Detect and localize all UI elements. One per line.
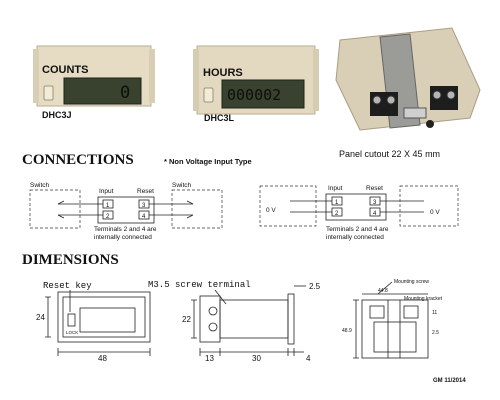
hours-photo: HOURS 000002 DHC3L (193, 45, 319, 123)
hours-lcd (221, 79, 305, 109)
right-0v-right: 0 V (430, 209, 440, 216)
signature: GM 11/2014 (433, 378, 466, 384)
right-switch-label: Switch (172, 182, 192, 189)
hours-face-label: HOURS (203, 67, 243, 79)
right-terminal-1: 1 (335, 200, 339, 206)
mounting-bracket-label: Mounting kracket (404, 296, 443, 302)
reset-key-label: Reset key (43, 281, 92, 291)
counter-face-label: COUNTS (42, 64, 88, 76)
right-terminal-2: 2 (335, 211, 339, 217)
counter-model: DHC3J (42, 110, 72, 120)
side-depth-b-dim: 30 (252, 354, 261, 363)
rear-b-dim: 2.5 (432, 330, 439, 336)
left-terminal-3: 3 (142, 203, 146, 209)
front-view-drawing: Reset key LOCK 24 48 (36, 281, 151, 363)
left-terminal-1: 1 (106, 203, 110, 209)
mounting-screw-label: Mounting screw (394, 279, 429, 285)
wiring-diagram-left: Switch Input Reset 1 2 3 4 Switch Termin… (29, 182, 223, 241)
front-height-dim: 24 (36, 313, 45, 322)
side-height-dim: 22 (182, 315, 191, 324)
counter-lcd-value: 0 (120, 83, 130, 103)
right-footnote-1: Terminals 2 and 4 are (326, 226, 389, 233)
side-depth-a-dim: 13 (205, 354, 214, 363)
rear-width-dim: 44.8 (378, 288, 388, 294)
screw-terminal-label: M3.5 screw terminal (148, 280, 251, 290)
left-input-label: Input (99, 188, 114, 195)
left-footnote-2: internally connected (94, 234, 152, 241)
rear-view-drawing: Mounting screw 44.8 Mounting kracket 48.… (342, 279, 443, 359)
lock-label: LOCK (66, 330, 78, 335)
side-depth-c-dim: 4 (306, 354, 311, 363)
counter-reset-key (43, 85, 54, 101)
dimensions-heading: DIMENSIONS (22, 252, 119, 268)
right-terminal-3: 3 (373, 200, 377, 206)
hours-reset-key (203, 87, 214, 103)
connections-heading: CONNECTIONS (22, 152, 134, 168)
panel-cutout-text: Panel cutout 22 X 45 mm (339, 149, 440, 159)
right-0v-left: 0 V (266, 207, 276, 214)
rear-a-dim: 11 (432, 310, 437, 316)
hours-lcd-value: 000002 (227, 86, 281, 104)
left-reset-label: Reset (137, 188, 154, 195)
rear-bracket-photo (335, 27, 481, 131)
counter-lcd (63, 77, 142, 105)
hours-model: DHC3L (204, 113, 235, 123)
left-footnote-1: Terminals 2 and 4 are (94, 226, 157, 233)
connections-note: * Non Voltage Input Type (164, 157, 252, 166)
side-view-drawing: M3.5 screw terminal 22 2.5 13 30 4 (148, 280, 321, 363)
left-terminal-4: 4 (142, 214, 146, 220)
rear-height-dim: 48.9 (342, 328, 352, 334)
wiring-diagram-right: 0 V Input Reset 1 2 3 4 0 V Terminals 2 … (259, 185, 459, 241)
counter-photo: COUNTS 0 DHC3J (33, 45, 155, 120)
left-terminal-2: 2 (106, 214, 110, 220)
right-footnote-2: internally connected (326, 234, 384, 241)
right-input-label: Input (328, 185, 343, 192)
left-switch-label: Switch (30, 182, 50, 189)
side-top-dim: 2.5 (309, 282, 321, 291)
front-width-dim: 48 (98, 354, 107, 363)
right-terminal-4: 4 (373, 211, 377, 217)
right-reset-label: Reset (366, 185, 383, 192)
